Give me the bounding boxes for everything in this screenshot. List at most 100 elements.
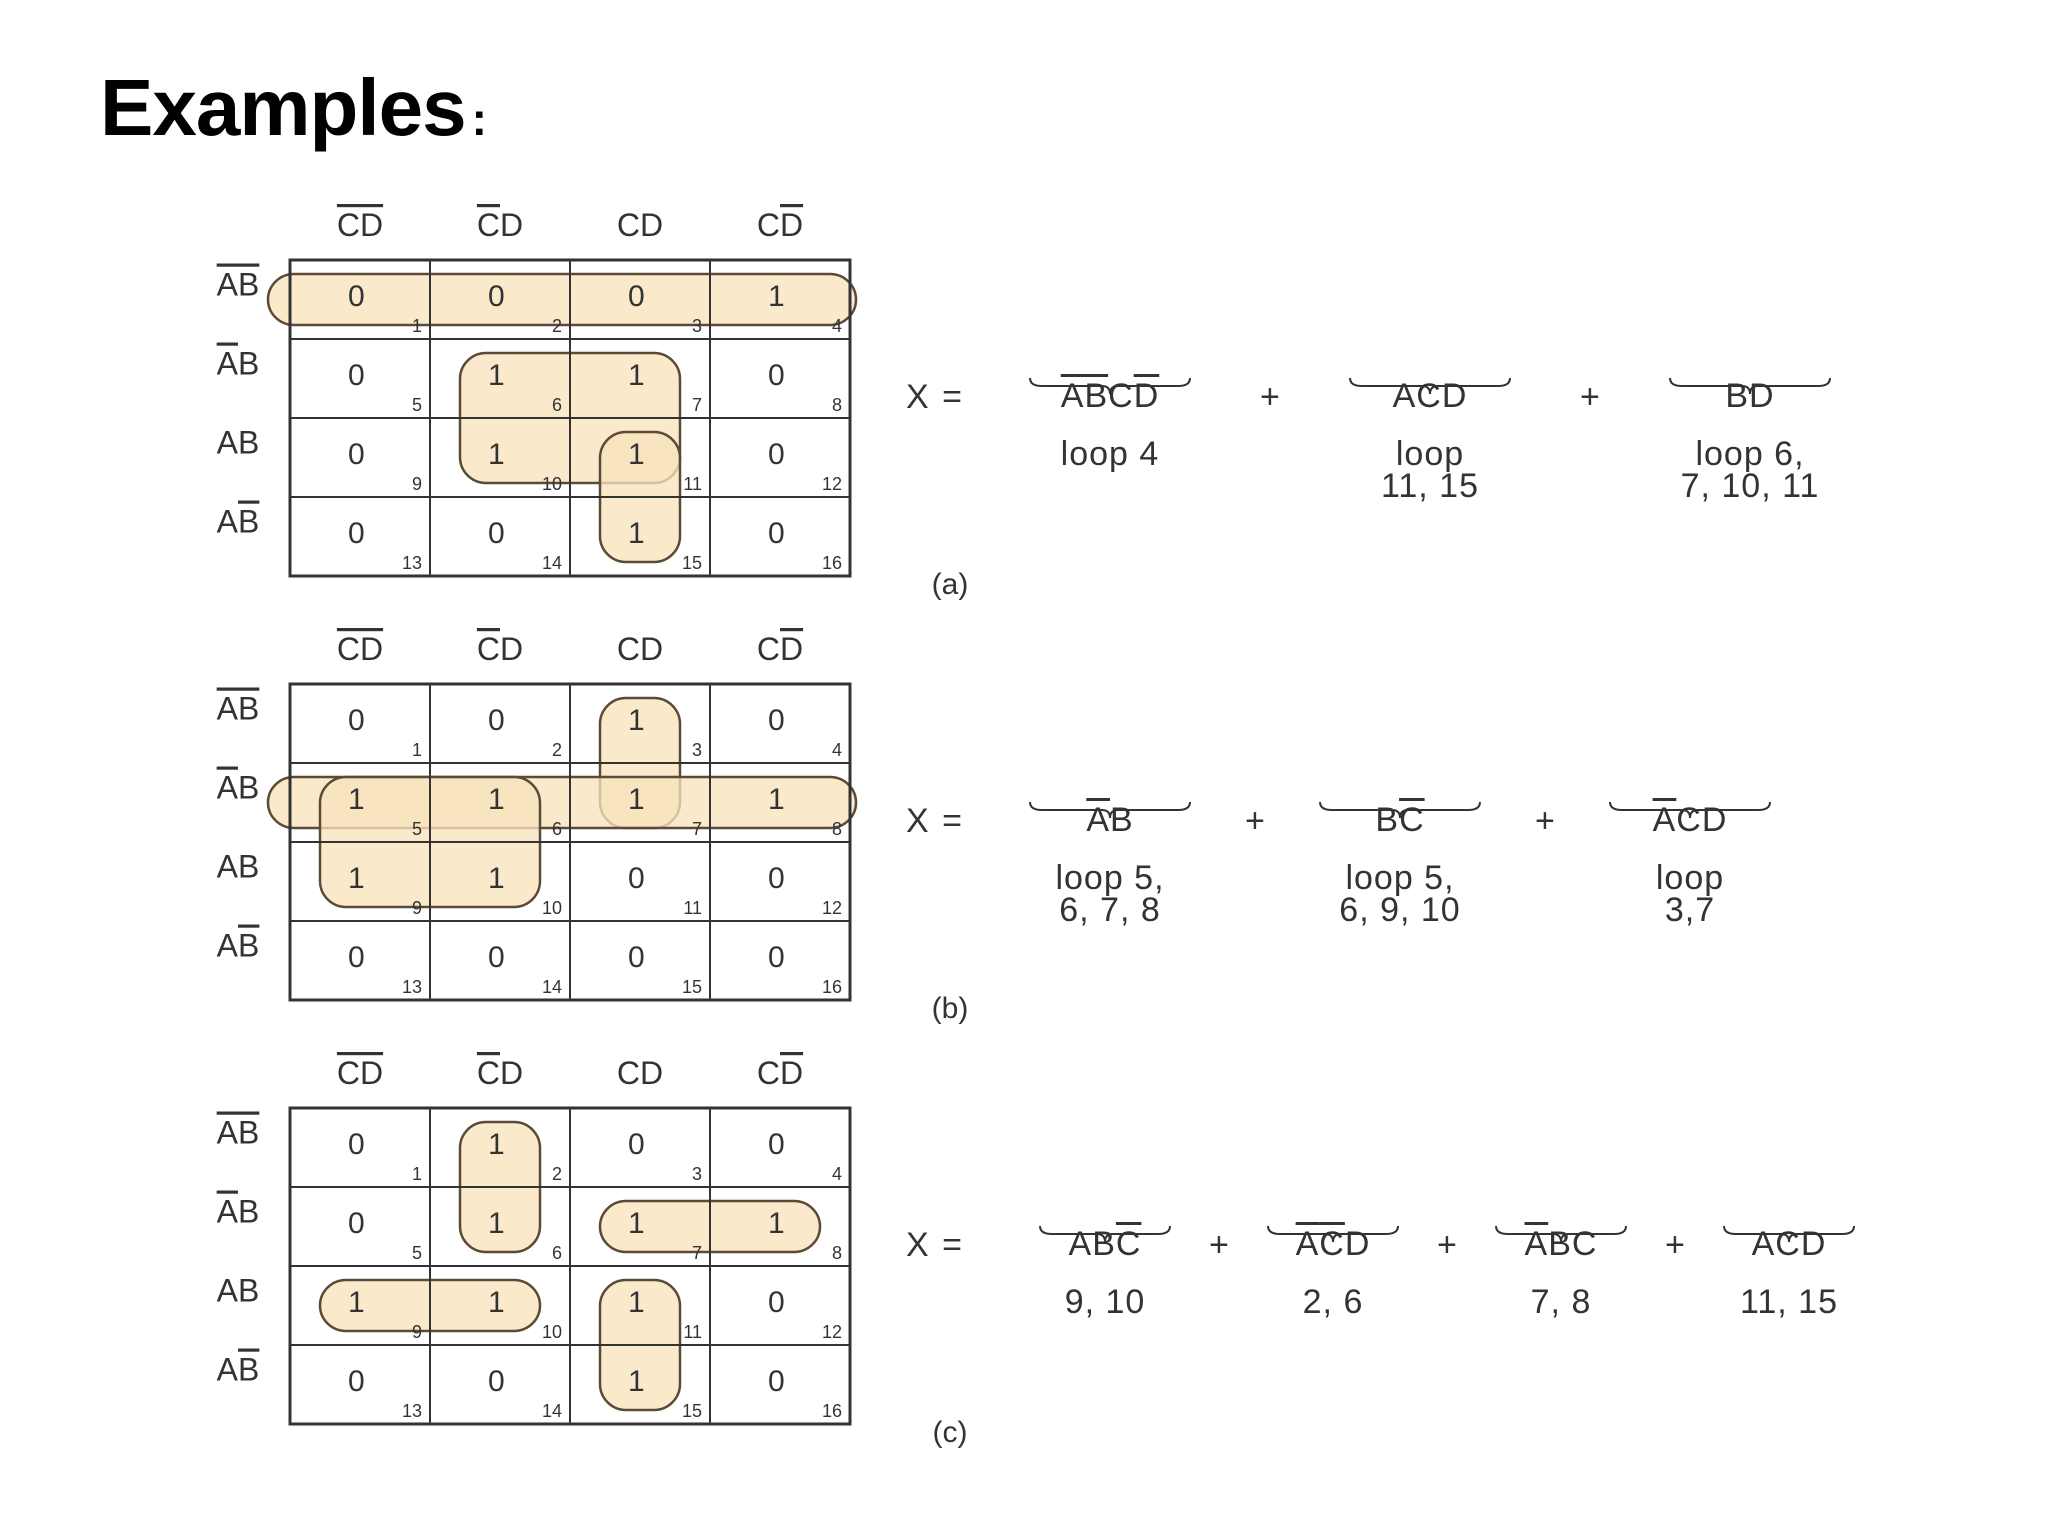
cell-value: 0 [348, 359, 365, 392]
figure-caption: (a) [931, 568, 969, 601]
underbrace [1010, 801, 1210, 862]
cell-value: 1 [768, 783, 785, 816]
cell-index: 13 [402, 1401, 422, 1421]
cell-value: 0 [768, 517, 785, 550]
cell-value: 1 [348, 783, 365, 816]
column-header: CD [617, 207, 663, 243]
cell-index: 5 [412, 819, 422, 839]
row-header: AB [217, 1194, 260, 1230]
cell-index: 14 [542, 977, 562, 997]
figure-caption: (c) [932, 1416, 968, 1449]
cell-index: 6 [552, 819, 562, 839]
cell-index: 4 [832, 316, 842, 336]
plus-sign: + [1245, 802, 1267, 840]
cell-index: 15 [682, 553, 702, 573]
cell-value: 1 [488, 1207, 505, 1240]
row-header: AB [217, 504, 260, 540]
underbrace [1476, 1225, 1646, 1286]
underbrace [1300, 801, 1500, 862]
term-note: loop 5, 6, 9, 10 [1339, 859, 1461, 929]
term-note: loop 11, 15 [1380, 435, 1479, 505]
cell-value: 1 [628, 1207, 645, 1240]
cell-value: 0 [768, 862, 785, 895]
cell-index: 10 [542, 898, 562, 918]
cell-value: 0 [488, 704, 505, 737]
term-note: loop 4 [1060, 435, 1160, 473]
cell-index: 16 [822, 553, 842, 573]
equation-prefix: X = [906, 378, 964, 416]
cell-index: 16 [822, 977, 842, 997]
cell-index: 11 [683, 1322, 702, 1342]
cell-value: 1 [488, 1286, 505, 1319]
cell-value: 0 [768, 1128, 785, 1161]
cell-value: 0 [348, 704, 365, 737]
underbrace [1704, 1225, 1874, 1286]
row-header: AB [217, 1273, 260, 1309]
underbrace [1248, 1225, 1418, 1286]
kmap-grid [288, 1106, 852, 1426]
row-header: AB [217, 770, 260, 806]
plus-sign: + [1209, 1226, 1231, 1264]
cell-value: 0 [488, 941, 505, 974]
cell-index: 14 [542, 553, 562, 573]
cell-value: 0 [348, 1207, 365, 1240]
cell-index: 2 [552, 316, 562, 336]
cell-value: 0 [628, 941, 645, 974]
cell-value: 0 [488, 280, 505, 313]
cell-index: 1 [412, 316, 422, 336]
cell-value: 1 [628, 1365, 645, 1398]
cell-value: 0 [768, 1286, 785, 1319]
underbrace [1010, 377, 1210, 438]
term-expression: BD [1725, 377, 1775, 415]
cell-value: 0 [348, 280, 365, 313]
equation-term: ACD loop 11, 15 [1330, 376, 1530, 505]
cell-index: 3 [692, 1164, 702, 1184]
row-header: AB [217, 425, 260, 461]
row-header: AB [217, 1352, 260, 1388]
cell-value: 1 [488, 862, 505, 895]
cell-index: 10 [542, 474, 562, 494]
cell-index: 8 [832, 395, 842, 415]
cell-index: 3 [692, 316, 702, 336]
cell-value: 0 [488, 1365, 505, 1398]
cell-value: 0 [768, 941, 785, 974]
equation-term: BD loop 6, 7, 10, 11 [1650, 376, 1850, 505]
cell-value: 1 [628, 1286, 645, 1319]
page-title-text: Examples [100, 63, 467, 152]
term-expression: ACD [1392, 377, 1468, 415]
page-title-colon: : [471, 93, 487, 145]
term-note: loop 6, 7, 10, 11 [1680, 435, 1820, 505]
column-header: CD [477, 631, 523, 667]
cell-value: 1 [768, 1207, 785, 1240]
cell-index: 9 [412, 1322, 422, 1342]
term-note: 9, 10 [1064, 1283, 1146, 1321]
cell-index: 10 [542, 1322, 562, 1342]
row-header: AB [217, 928, 260, 964]
term-expression: ABC [1524, 1225, 1598, 1263]
underbrace [1020, 1225, 1190, 1286]
page-title: Examples: [100, 62, 487, 154]
cell-index: 8 [832, 819, 842, 839]
row-header: AB [217, 849, 260, 885]
cell-value: 0 [348, 517, 365, 550]
term-note: loop 5, 6, 7, 8 [1055, 859, 1165, 929]
cell-index: 11 [683, 474, 702, 494]
cell-index: 6 [552, 1243, 562, 1263]
cell-index: 15 [682, 977, 702, 997]
column-header: CD [757, 207, 803, 243]
row-header: AB [217, 267, 260, 303]
cell-value: 1 [628, 704, 645, 737]
cell-value: 1 [628, 438, 645, 471]
cell-index: 12 [822, 474, 842, 494]
column-header: CD [337, 207, 383, 243]
row-header: AB [217, 691, 260, 727]
column-header: CD [477, 207, 523, 243]
cell-value: 1 [628, 783, 645, 816]
